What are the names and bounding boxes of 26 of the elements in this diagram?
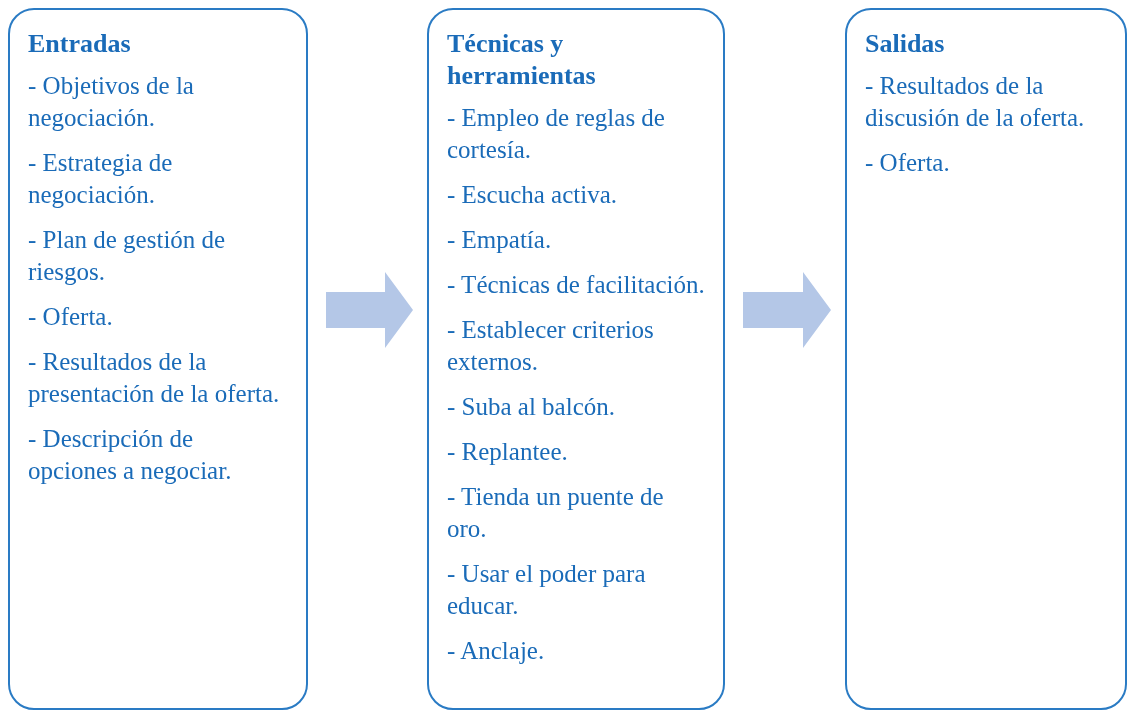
list-item: - Plan de gestión de riesgos. (28, 225, 227, 287)
block-arrow (743, 272, 831, 348)
list-item: - Establecer criterios externos. (447, 315, 655, 377)
box-heading: Entradas (28, 28, 132, 60)
list-item: - Descripción de opciones a negociar. (28, 424, 233, 486)
list-item: - Empleo de reglas de cortesía. (447, 103, 666, 165)
list-item: - Oferta. (865, 148, 951, 178)
list-item: - Resultados de la discusión de la oferta. (865, 71, 1086, 133)
process-box (8, 8, 308, 710)
list-item: - Objetivos de la negociación. (28, 71, 195, 133)
list-item: - Oferta. (28, 302, 114, 332)
list-item: - Estrategia de negociación. (28, 148, 174, 210)
list-item: - Tienda un puente de oro. (447, 482, 665, 544)
list-item: - Usar el poder para educar. (447, 559, 647, 621)
block-arrow (326, 272, 413, 348)
list-item: - Escucha activa. (447, 180, 619, 210)
list-item: - Replantee. (447, 437, 569, 467)
process-box (427, 8, 725, 710)
list-item: - Suba al balcón. (447, 392, 616, 422)
box-heading: Salidas (865, 28, 946, 60)
list-item: - Empatía. (447, 225, 553, 255)
list-item: - Anclaje. (447, 636, 546, 666)
box-heading: Técnicas y herramientas (447, 28, 597, 92)
list-item: - Técnicas de facilitación. (447, 270, 705, 300)
process-box (845, 8, 1127, 710)
list-item: - Resultados de la presentación de la oferta. (28, 347, 281, 409)
